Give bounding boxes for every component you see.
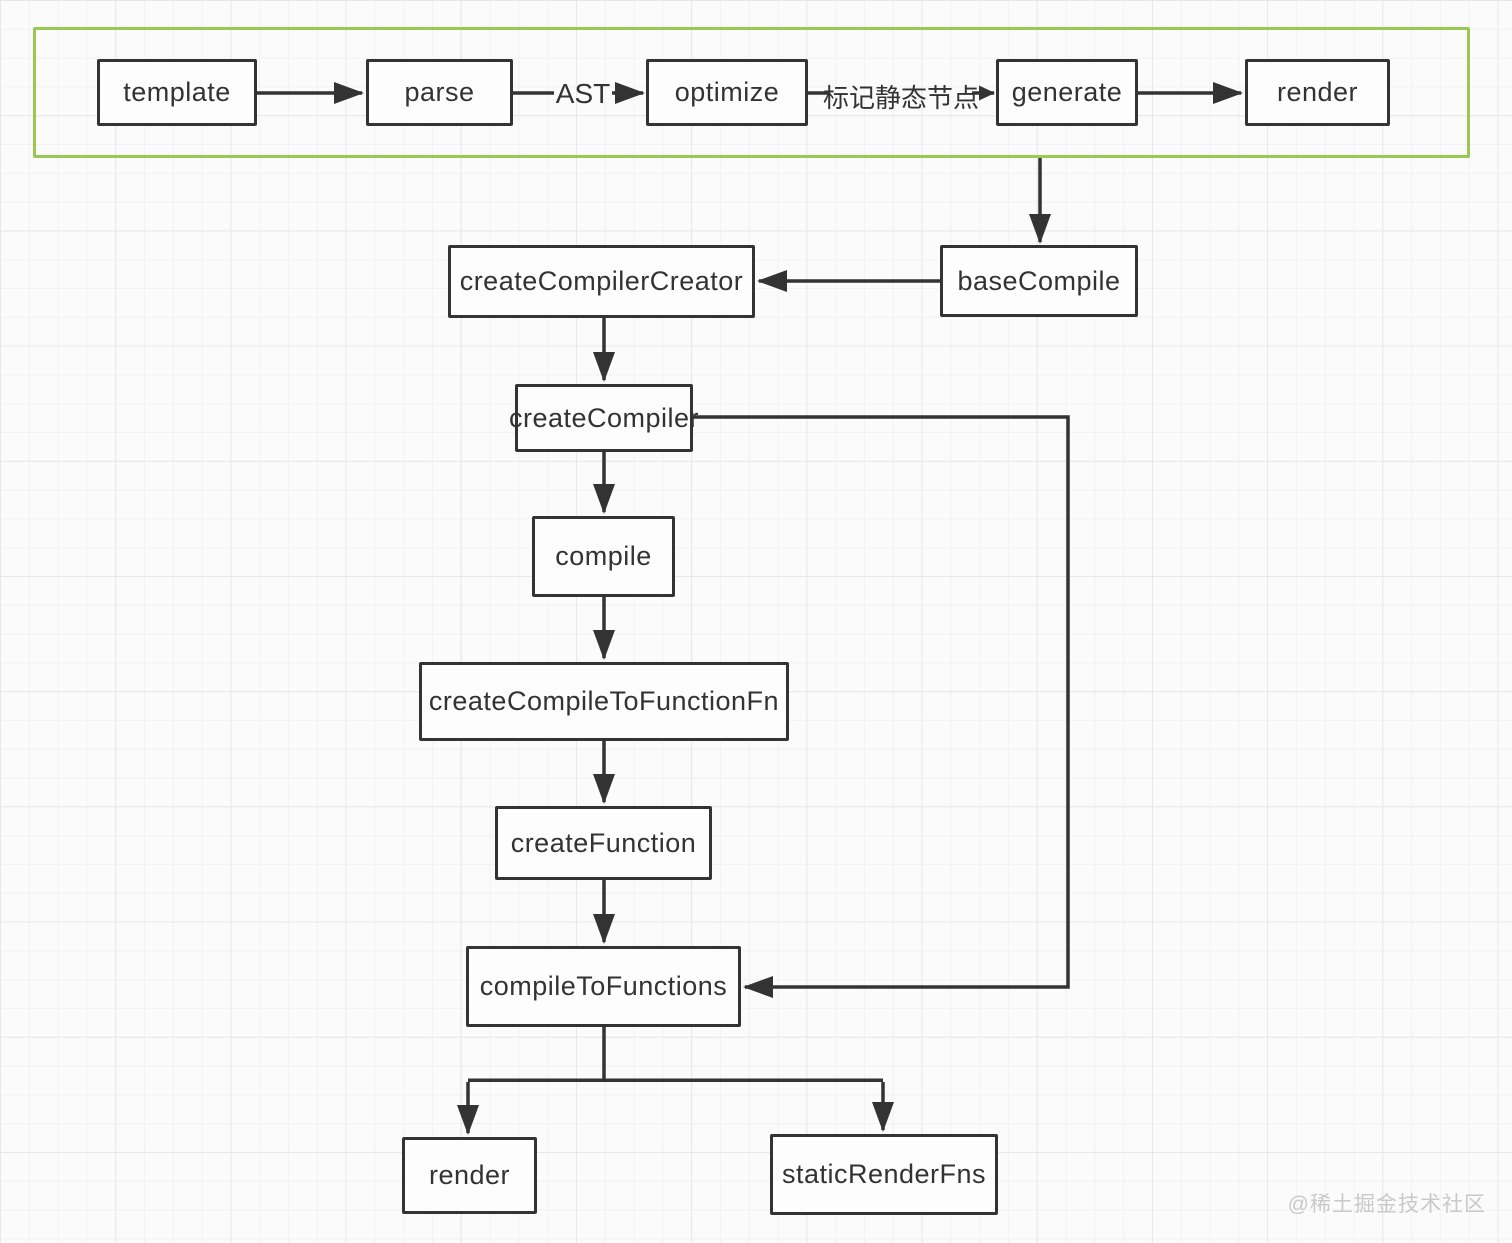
node-createFunction: createFunction xyxy=(495,806,712,880)
node-createCompilerCreator: createCompilerCreator xyxy=(448,245,755,318)
node-template: template xyxy=(97,59,257,126)
pipeline-frame xyxy=(33,27,1470,158)
node-render-top: render xyxy=(1245,59,1390,126)
node-createCompiler: createCompiler xyxy=(509,384,699,452)
node-generate: generate xyxy=(996,59,1138,126)
node-compile: compile xyxy=(532,516,675,597)
watermark-juejin: @稀土掘金技术社区 xyxy=(1287,1193,1486,1216)
node-staticRenderFns: staticRenderFns xyxy=(770,1134,998,1215)
node-baseCompile: baseCompile xyxy=(940,245,1138,317)
edge-createCompiler-compileToFunctions-loop xyxy=(693,415,1070,998)
node-optimize: optimize xyxy=(646,59,808,126)
node-parse: parse xyxy=(366,59,513,126)
node-compileToFunctions: compileToFunctions xyxy=(466,946,741,1027)
node-createCompileToFunctionFn: createCompileToFunctionFn xyxy=(419,662,789,741)
edge-label-ast: AST xyxy=(555,78,611,109)
node-render-bottom: render xyxy=(402,1137,537,1214)
edge-label-mark-static-nodes: 标记静态节点 xyxy=(822,82,979,113)
